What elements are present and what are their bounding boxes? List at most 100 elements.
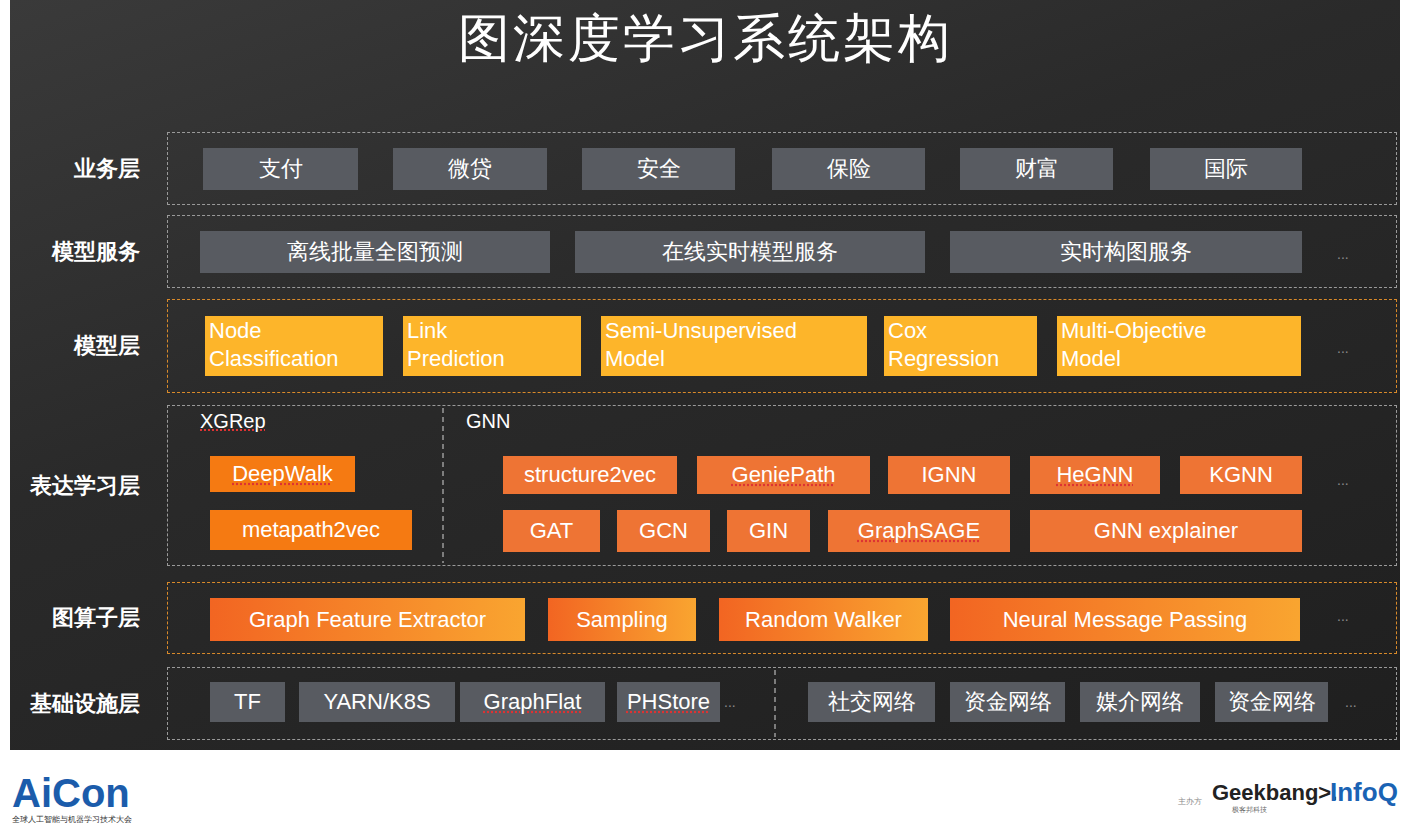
layer-label: 表达学习层 (30, 471, 140, 501)
more-ellipsis: ... (1337, 472, 1349, 488)
layer-label: 模型服务 (52, 237, 140, 267)
module-box: GNN explainer (1030, 510, 1302, 552)
module-box: YARN/K8S (299, 682, 455, 722)
module-label: 安全 (637, 156, 681, 182)
module-box: PHStore (617, 682, 720, 722)
module-box: Random Walker (719, 598, 928, 641)
module-box: Cox Regression (884, 316, 1037, 376)
module-box: Node Classification (205, 316, 383, 376)
module-box: HeGNN (1030, 456, 1160, 494)
module-label: 支付 (259, 156, 303, 182)
layer-label: 模型层 (74, 331, 140, 361)
layer-band: 模型服务 离线批量全图预测 在线实时模型服务 实时构图服务 (15, 215, 1397, 288)
module-label: Cox Regression (888, 317, 1002, 373)
module-box: GeniePath (697, 456, 870, 494)
module-label: 国际 (1204, 156, 1248, 182)
module-box: GIN (727, 510, 810, 552)
module-label: metapath2vec (242, 517, 380, 543)
layer-label: 图算子层 (52, 603, 140, 633)
module-box: 安全 (582, 148, 735, 190)
module-label: Random Walker (745, 607, 902, 633)
logo-text: 全球人工智能与机器学习技术大会 (12, 815, 132, 824)
module-label: GeniePath (732, 462, 836, 488)
module-label: 媒介网络 (1096, 689, 1184, 715)
module-box: 微贷 (393, 148, 547, 190)
section-heading: XGRep (200, 410, 266, 433)
layer-label-holder: 基础设施层 (15, 667, 140, 740)
module-label: 资金网络 (964, 689, 1052, 715)
module-label: GAT (530, 518, 574, 544)
module-label: YARN/K8S (323, 689, 430, 715)
module-label: PHStore (627, 689, 710, 715)
section-heading: GNN (466, 410, 510, 433)
module-label: structure2vec (524, 462, 656, 488)
layer-label-holder: 业务层 (15, 132, 140, 205)
module-label: HeGNN (1056, 462, 1133, 488)
module-label: GraphFlat (484, 689, 582, 715)
module-box: Multi-Objective Model (1057, 316, 1301, 376)
module-box: 在线实时模型服务 (575, 231, 925, 273)
logo-text: InfoQ (1330, 778, 1398, 808)
module-label: Link Prediction (407, 317, 507, 373)
module-box: 支付 (203, 148, 358, 190)
module-label: 社交网络 (828, 689, 916, 715)
module-box: Graph Feature Extractor (210, 598, 525, 641)
module-label: 离线批量全图预测 (287, 239, 463, 265)
more-ellipsis: ... (1337, 608, 1349, 624)
module-label: 资金网络 (1228, 689, 1316, 715)
diagram-title: 图深度学习系统架构 (0, 6, 1410, 70)
module-box: 媒介网络 (1080, 682, 1200, 722)
module-label: Node Classification (209, 317, 341, 373)
module-label: KGNN (1209, 462, 1273, 488)
layer-band: 业务层 支付 微贷 安全 保险 财富 国际 (15, 132, 1397, 205)
section-divider (774, 670, 776, 737)
module-box: 资金网络 (950, 682, 1065, 722)
module-label: DeepWalk (232, 461, 333, 487)
module-label: 保险 (827, 156, 871, 182)
module-box: Sampling (548, 598, 696, 641)
more-ellipsis: ... (1345, 694, 1357, 710)
module-label: Multi-Objective Model (1061, 317, 1209, 373)
logo-text: 主办方 (1178, 797, 1202, 806)
module-box: 保险 (772, 148, 925, 190)
module-box: TF (210, 682, 285, 722)
module-box: DeepWalk (210, 456, 355, 492)
module-box: 社交网络 (808, 682, 935, 722)
module-box: 资金网络 (1215, 682, 1328, 722)
layer-label-holder: 模型层 (15, 299, 140, 393)
module-label: Semi-Unsupervised Model (605, 317, 799, 373)
module-label: Sampling (576, 607, 668, 633)
module-box: 实时构图服务 (950, 231, 1302, 273)
more-ellipsis: ... (1337, 340, 1349, 356)
module-box: KGNN (1180, 456, 1302, 494)
module-label: 实时构图服务 (1060, 239, 1192, 265)
module-label: TF (234, 689, 261, 715)
logo-text: AiCon (12, 770, 130, 816)
module-label: GraphSAGE (858, 518, 980, 544)
module-box: structure2vec (503, 456, 677, 494)
module-label: GCN (639, 518, 688, 544)
layer-band: 模型层 Node Classification Link Prediction Sem… (15, 299, 1397, 393)
module-label: GIN (749, 518, 788, 544)
module-box: 财富 (960, 148, 1113, 190)
layer-band: 图算子层 Graph Feature Extractor Sampling Rando… (15, 582, 1397, 654)
module-box: IGNN (888, 456, 1010, 494)
module-box: GAT (503, 510, 600, 552)
module-box: Neural Message Passing (950, 598, 1300, 641)
module-label: 微贷 (448, 156, 492, 182)
logo-text: 极客邦科技 (1232, 806, 1267, 814)
module-box: GraphFlat (460, 682, 605, 722)
more-ellipsis: ... (1337, 246, 1349, 262)
module-label: GNN explainer (1094, 518, 1238, 544)
module-box: 国际 (1150, 148, 1302, 190)
layer-label: 业务层 (74, 154, 140, 184)
module-label: IGNN (922, 462, 977, 488)
layer-band: 基础设施层 TF YARN/K8S GraphFlat PHStore 社交网络 资金网络 媒… (15, 667, 1397, 740)
logo-text: Geekbang>. (1212, 780, 1337, 805)
module-label: 在线实时模型服务 (662, 239, 838, 265)
layer-label-holder: 模型服务 (15, 215, 140, 288)
module-label: 财富 (1015, 156, 1059, 182)
layer-label: 基础设施层 (30, 689, 140, 719)
module-box: GraphSAGE (828, 510, 1010, 552)
